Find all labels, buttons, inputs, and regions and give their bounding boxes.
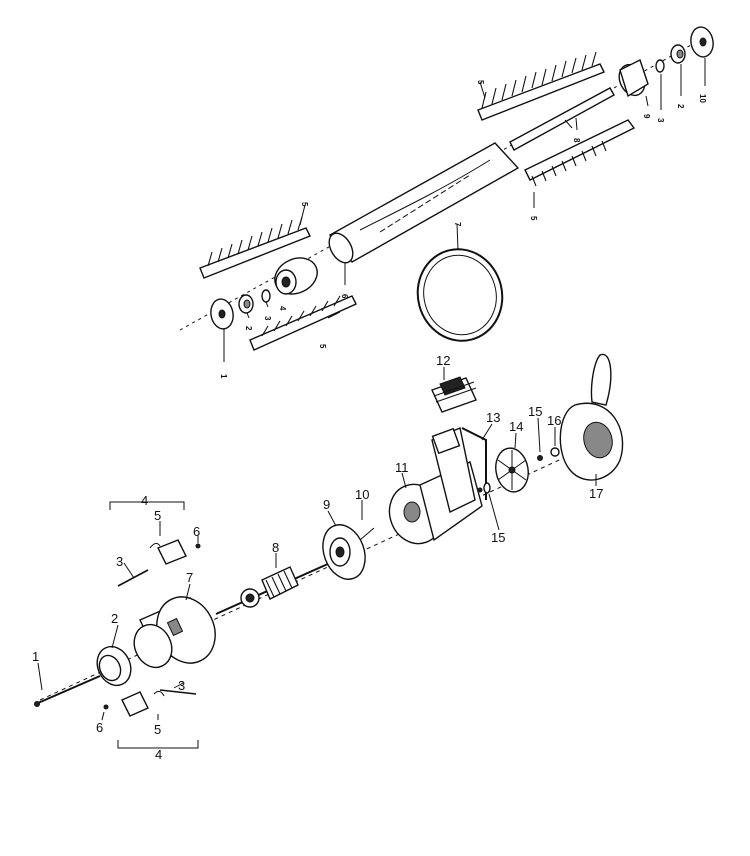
callout-lower-14: 14 <box>509 419 523 434</box>
callout-upper-8: 8 <box>572 138 581 143</box>
end-housing-left <box>274 257 318 295</box>
upper-callouts: 1 2 3 4 5 5 5 5 6 7 8 9 3 2 10 <box>219 80 707 379</box>
armature <box>215 562 331 615</box>
callout-lower-15-upper: 15 <box>528 404 542 419</box>
callout-lower-2: 2 <box>111 611 118 626</box>
group-bracket-upper <box>109 501 185 510</box>
brush-roll-assembly <box>179 26 714 362</box>
callout-lower-7: 7 <box>186 570 193 585</box>
callout-lower-4-upper: 4 <box>141 493 148 508</box>
callout-lower-10: 10 <box>355 487 369 502</box>
brush-strip-bottom <box>249 295 357 351</box>
callout-upper-6: 6 <box>340 294 349 299</box>
brush-dowel <box>328 142 520 264</box>
callout-upper-5-d: 5 <box>318 344 327 349</box>
carbon-brush-holder-lower <box>103 689 197 717</box>
callout-upper-5-b: 5 <box>476 80 485 85</box>
callout-lower-13: 13 <box>486 410 500 425</box>
callout-upper-5-c: 5 <box>529 216 538 221</box>
end-bracket <box>322 524 375 580</box>
fan-impeller <box>495 447 529 493</box>
callout-lower-3-upper: 3 <box>116 554 123 569</box>
brush-strip-top <box>477 51 605 121</box>
callout-lower-15-lower: 15 <box>491 530 505 545</box>
drive-belt <box>416 248 504 342</box>
long-screw <box>34 675 101 707</box>
callout-lower-5-upper: 5 <box>154 508 161 523</box>
lower-callouts: 1 2 3 3 4 4 5 5 6 6 7 8 9 10 11 12 13 14… <box>32 353 603 762</box>
end-cap-right <box>618 59 649 98</box>
nut-15-upper <box>537 455 543 461</box>
callout-lower-8: 8 <box>272 540 279 555</box>
brush-shaft <box>509 87 615 151</box>
callout-lower-1: 1 <box>32 649 39 664</box>
callout-lower-17: 17 <box>589 486 603 501</box>
brush-strip-right <box>524 119 636 187</box>
carbon-brush-holder-upper <box>117 539 201 587</box>
callout-lower-3-lower: 3 <box>178 678 185 693</box>
upper-leaders <box>223 58 706 362</box>
bearing-left <box>238 294 254 314</box>
washer-right <box>655 59 665 73</box>
callout-upper-2-left: 2 <box>244 326 253 331</box>
callout-lower-6-upper: 6 <box>193 524 200 539</box>
motor-assembly <box>34 353 624 749</box>
washer-15-lower <box>483 482 491 494</box>
callout-lower-12: 12 <box>436 353 450 368</box>
end-disc-right <box>690 26 714 58</box>
end-disc-left <box>210 298 234 330</box>
callout-upper-3-right: 3 <box>656 118 665 123</box>
callout-lower-6-lower: 6 <box>96 720 103 735</box>
brush-strip-left <box>199 216 311 279</box>
fan-cover <box>559 353 624 481</box>
callout-lower-4-lower: 4 <box>155 747 162 762</box>
callout-upper-1: 1 <box>219 374 228 379</box>
washer-left <box>261 289 271 303</box>
motor-housing <box>133 596 216 669</box>
callout-upper-3-left: 3 <box>263 316 272 321</box>
callout-upper-10: 10 <box>698 94 707 103</box>
lower-leaders <box>37 367 597 721</box>
air-duct <box>431 427 487 514</box>
callout-upper-2-right: 2 <box>676 104 685 109</box>
callout-upper-4: 4 <box>278 306 287 311</box>
callout-upper-7: 7 <box>453 222 462 227</box>
callout-lower-5-lower: 5 <box>154 722 161 737</box>
nut-15-lower <box>477 487 483 493</box>
callout-lower-11: 11 <box>395 460 409 475</box>
assembly-axis <box>179 39 701 331</box>
bearing-right <box>670 44 686 64</box>
washer-16 <box>550 447 560 457</box>
motor-end-cap <box>96 645 132 687</box>
filter-pad <box>431 376 477 413</box>
callout-lower-9: 9 <box>323 497 330 512</box>
callout-upper-9: 9 <box>642 114 651 119</box>
callout-upper-5-a: 5 <box>300 202 309 207</box>
callout-lower-16: 16 <box>547 413 561 428</box>
group-bracket-lower <box>117 740 199 749</box>
